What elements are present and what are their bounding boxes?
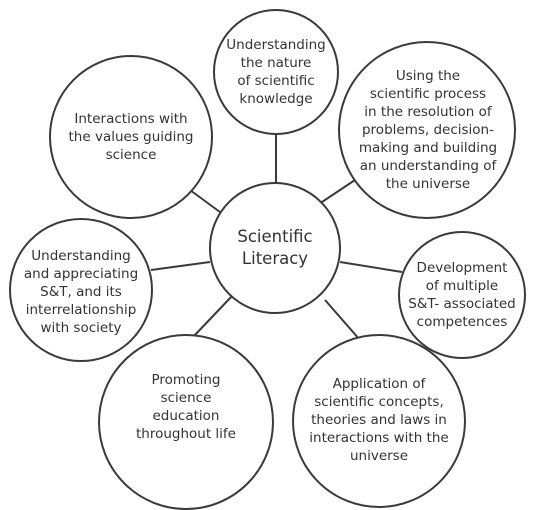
node-circle-values xyxy=(49,55,213,219)
connector-application xyxy=(324,299,361,341)
node-label-values: Interactions with the values guiding sci… xyxy=(68,111,194,163)
node-label-process: Using the scientific process in the reso… xyxy=(358,68,498,192)
node-circle-society xyxy=(9,218,153,362)
connector-society xyxy=(150,261,211,271)
node-circle-promoting xyxy=(98,334,274,510)
node-circle-nature xyxy=(213,9,339,135)
connector-promoting xyxy=(192,294,234,338)
node-circle-application xyxy=(292,334,466,508)
connector-values xyxy=(189,189,225,216)
node-label-promoting: Promoting science education throughout l… xyxy=(135,372,236,442)
node-label-nature: Understanding the nature of scientific k… xyxy=(226,37,326,107)
connector-competences xyxy=(339,261,403,273)
node-label-society: Understanding and appreciating S&T, and … xyxy=(23,248,139,336)
center-circle xyxy=(209,182,341,314)
center-label: Scientific Literacy xyxy=(237,227,313,268)
node-circle-competences xyxy=(398,231,526,359)
node-label-application: Application of scientific concepts, theo… xyxy=(309,376,449,464)
node-label-competences: Development of multiple S&T- associated … xyxy=(408,260,516,330)
node-circle-process xyxy=(338,41,516,219)
